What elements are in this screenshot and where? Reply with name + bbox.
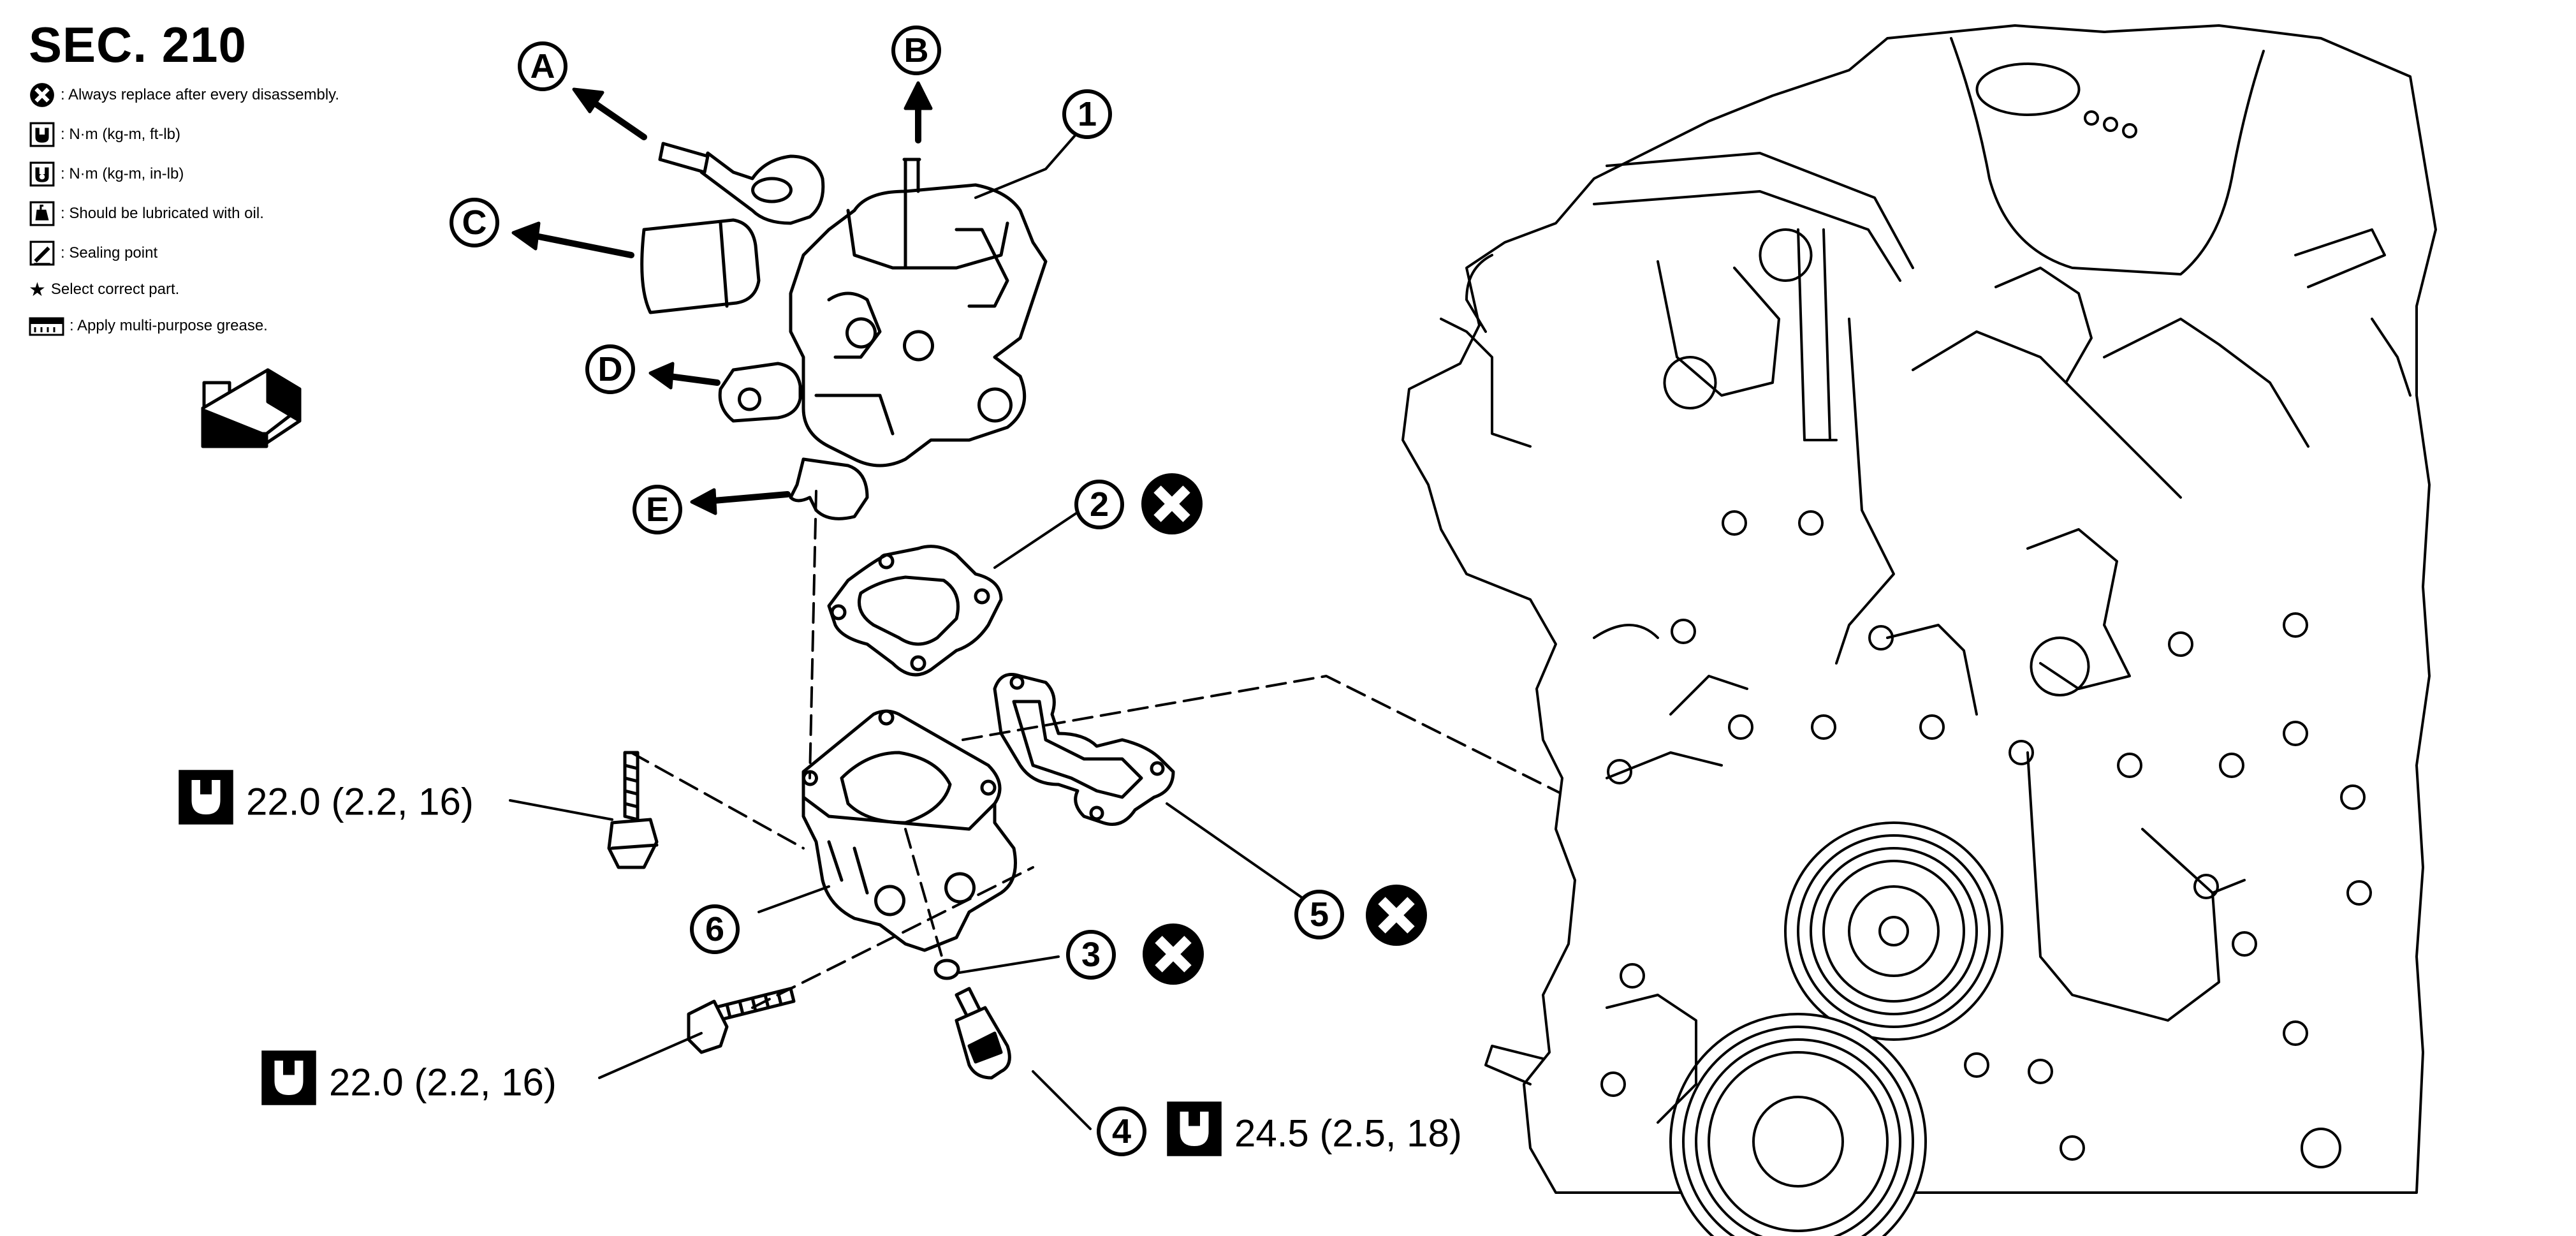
- direction-label-c: C: [450, 198, 499, 247]
- crank-pulley: [1784, 821, 2003, 1041]
- gasket-5: [993, 673, 1175, 826]
- bolt-upper: [607, 751, 659, 869]
- part-callout-5: 5: [1294, 890, 1344, 939]
- grease-icon: [29, 313, 64, 339]
- part-callout-2: 2: [1074, 480, 1124, 529]
- alignment-dashed-lines: [630, 490, 1646, 1009]
- gasket-2: [827, 545, 1003, 677]
- legend-text: : N·m (kg-m, ft-lb): [61, 126, 180, 143]
- section-title: SEC. 210: [29, 17, 247, 73]
- part-callout-4: 4: [1097, 1107, 1146, 1156]
- symbol-legend: : Always replace after every disassembly…: [29, 75, 339, 346]
- torque-wrench-small-icon: [29, 161, 55, 188]
- temperature-sensor-4: [955, 987, 1011, 1080]
- bolt-lower: [687, 987, 796, 1054]
- part-callout-1: 1: [1062, 89, 1112, 139]
- replace-x-icon: [29, 82, 55, 108]
- water-inlet-housing: [801, 709, 1017, 952]
- engine-block: [1401, 24, 2437, 1236]
- legend-row-select: ★ Select correct part.: [29, 273, 339, 306]
- legend-text: : Always replace after every disassembly…: [61, 86, 340, 103]
- replace-x-icon: [1141, 473, 1203, 534]
- part-callout-6: 6: [690, 904, 740, 954]
- water-outlet-assembly: [640, 142, 1048, 520]
- front-direction-arrow: [201, 368, 302, 448]
- torque-wrench-icon: [1166, 1100, 1223, 1166]
- idler-pulley: [1669, 1013, 1927, 1236]
- legend-row-sealing: : Sealing point: [29, 233, 339, 273]
- legend-row-torque-ftlb: : N·m (kg-m, ft-lb): [29, 115, 339, 154]
- legend-text: : N·m (kg-m, in-lb): [61, 165, 184, 182]
- part-callout-3: 3: [1066, 930, 1116, 980]
- replace-x-icon: [1366, 885, 1427, 946]
- torque-value: 22.0 (2.2, 16): [246, 780, 474, 823]
- torque-spec-lower-bolt: 22.0 (2.2, 16): [260, 1049, 557, 1115]
- block-bolts: [1600, 510, 2372, 1168]
- torque-spec-upper-bolt: 22.0 (2.2, 16): [177, 769, 474, 835]
- torque-wrench-icon: [260, 1049, 318, 1115]
- direction-label-b: B: [891, 26, 941, 75]
- o-ring-3: [933, 959, 960, 980]
- oil-can-icon: [29, 200, 55, 227]
- direction-arrows: [511, 81, 933, 515]
- legend-row-replace: : Always replace after every disassembly…: [29, 75, 339, 115]
- legend-text: : Apply multi-purpose grease.: [70, 317, 268, 334]
- legend-row-oil: : Should be lubricated with oil.: [29, 194, 339, 233]
- direction-label-d: D: [585, 344, 635, 394]
- leader-lines: [509, 117, 1315, 1130]
- torque-wrench-icon: [29, 121, 55, 148]
- replace-x-icon: [1143, 923, 1204, 985]
- torque-wrench-icon: [177, 769, 235, 835]
- legend-text: : Should be lubricated with oil.: [61, 205, 264, 222]
- legend-text: Select correct part.: [50, 281, 180, 298]
- torque-value: 24.5 (2.5, 18): [1234, 1112, 1462, 1155]
- torque-spec-sensor: 24.5 (2.5, 18): [1166, 1100, 1462, 1166]
- direction-label-e: E: [633, 485, 682, 534]
- sealant-icon: [29, 240, 55, 267]
- star-icon: ★: [29, 279, 46, 300]
- legend-row-torque-inlb: : N·m (kg-m, in-lb): [29, 154, 339, 194]
- direction-label-a: A: [518, 41, 567, 91]
- torque-value: 22.0 (2.2, 16): [329, 1061, 557, 1104]
- legend-row-grease: : Apply multi-purpose grease.: [29, 306, 339, 346]
- legend-text: : Sealing point: [61, 244, 158, 261]
